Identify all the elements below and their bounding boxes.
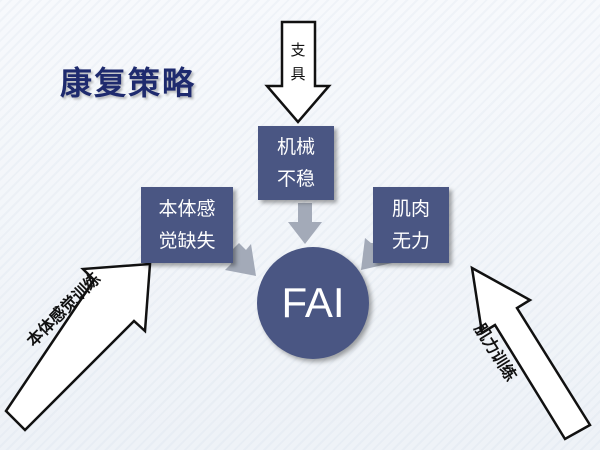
muscle-line1: 肌肉 [391, 198, 430, 220]
slide-title: 康复策略 [60, 64, 197, 102]
fai-center-circle: FAI [257, 247, 369, 359]
mechanical-line2: 不稳 [276, 168, 315, 190]
proprioception-line1: 本体感 [158, 198, 216, 220]
proprioception-line2: 觉缺失 [158, 230, 216, 252]
muscle-line2: 无力 [391, 230, 430, 252]
mechanical-instability-box: 机械 不稳 [258, 126, 334, 200]
muscle-weakness-box: 肌肉 无力 [373, 187, 449, 263]
brace-label: 支具 [290, 41, 306, 83]
mechanical-line1: 机械 [276, 136, 315, 158]
mechanical-to-fai-arrow [288, 203, 322, 244]
brace-outline-arrow [264, 20, 332, 124]
strength-training-outline-arrow [470, 265, 592, 441]
proprioceptive-training-outline-arrow [4, 262, 152, 432]
proprioception-deficit-box: 本体感 觉缺失 [141, 187, 233, 263]
